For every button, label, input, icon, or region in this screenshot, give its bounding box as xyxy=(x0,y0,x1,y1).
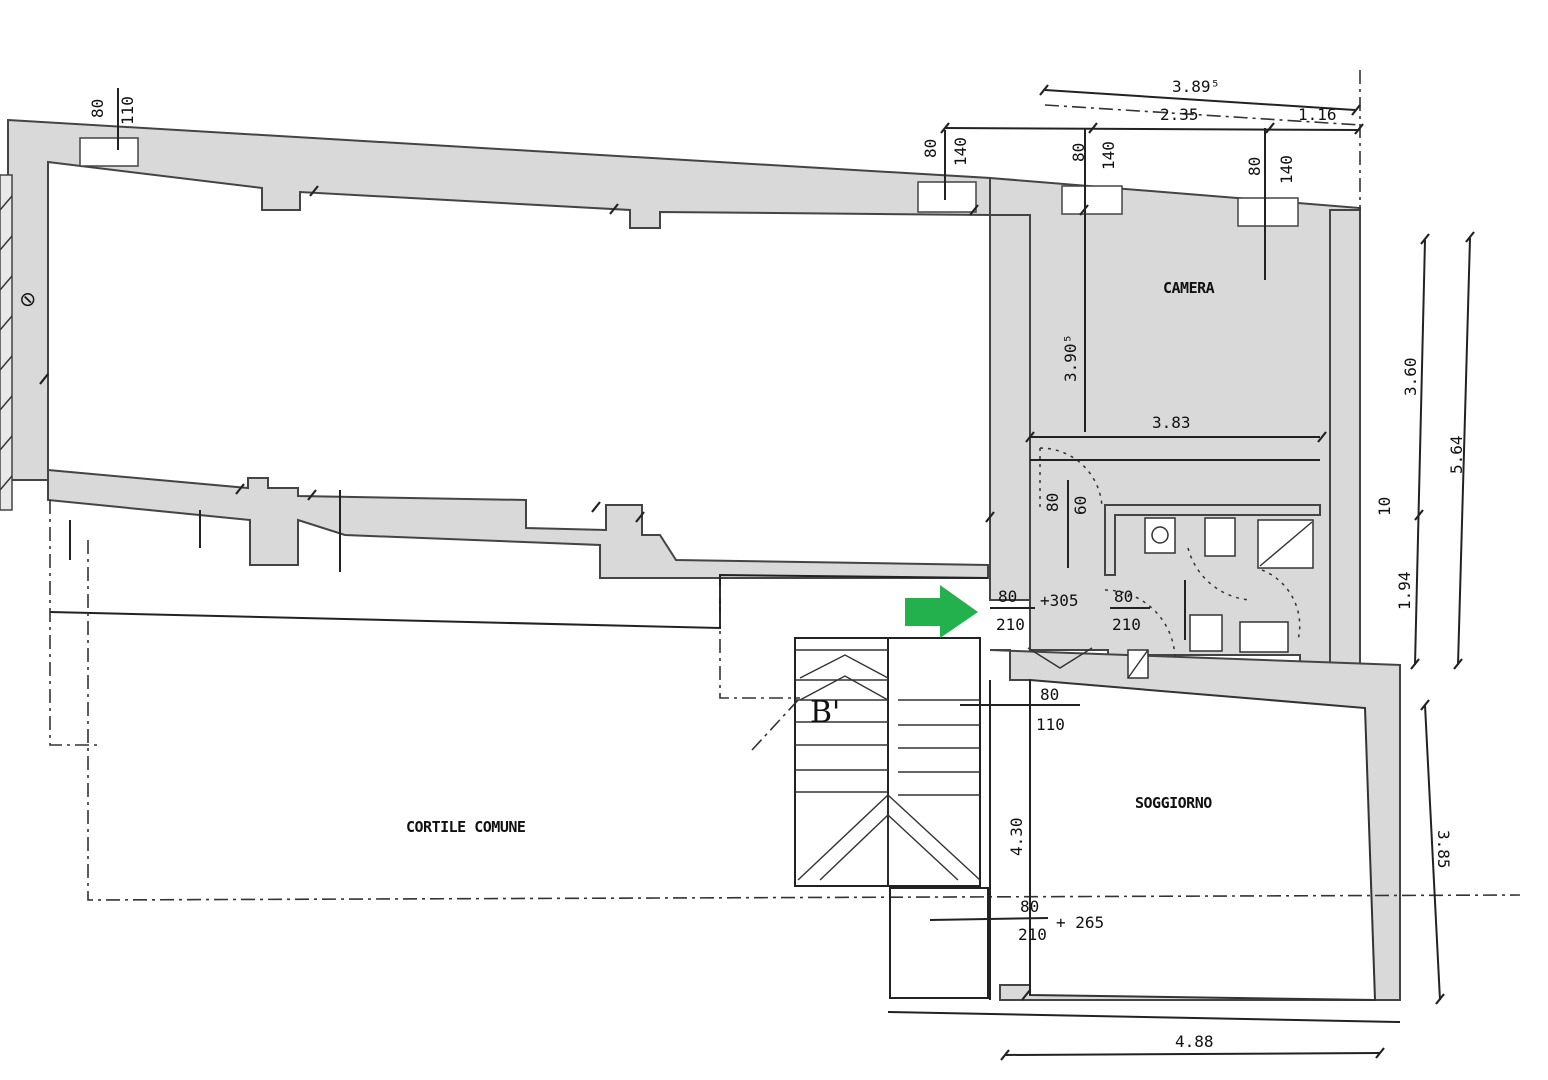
dim-right-lower: 1.94 xyxy=(1395,571,1414,610)
w2-height: 140 xyxy=(951,137,970,166)
dim-right-upper: 3.60 xyxy=(1401,357,1420,396)
dim-camera-width: 3.83 xyxy=(1152,413,1191,432)
arrow-right-icon xyxy=(905,585,978,638)
dim-bath-door: 60 xyxy=(1071,496,1090,515)
w2-width: 80 xyxy=(921,139,940,158)
dim-top-right: 1.16 xyxy=(1298,105,1337,124)
courtyard xyxy=(49,490,1521,901)
d-bath-height: 210 xyxy=(1112,615,1141,634)
d-low-height: 210 xyxy=(1018,925,1047,944)
room-label-cortile: CORTILE COMUNE xyxy=(406,818,526,836)
w3-width: 80 xyxy=(1069,143,1088,162)
window-openings xyxy=(79,137,1299,227)
staircase: B' xyxy=(751,637,989,999)
d-low-width: 80 xyxy=(1020,897,1039,916)
room-label-soggiorno: SOGGIORNO xyxy=(1135,794,1212,812)
dim-top-total: 3.89⁵ xyxy=(1172,77,1220,96)
w4-width: 80 xyxy=(1245,157,1264,176)
soggiorno-partition xyxy=(887,680,1401,1023)
opening-labels: 80 110 80 140 80 140 80 140 80 80 210 +3… xyxy=(88,96,1296,944)
sink-fixture xyxy=(1239,621,1289,653)
bathroom-fixtures xyxy=(1144,517,1314,653)
w1-width: 80 xyxy=(88,99,107,118)
d-entry-height: 210 xyxy=(996,615,1025,634)
dim-right-wall: 10 xyxy=(1375,497,1394,516)
w-sog-height: 110 xyxy=(1036,715,1065,734)
w3-height: 140 xyxy=(1099,141,1118,170)
w4-height: 140 xyxy=(1277,155,1296,184)
d-low-level: + 265 xyxy=(1056,913,1104,932)
dim-soggiorno-right: 3.85 xyxy=(1434,830,1453,869)
stair-label: B' xyxy=(810,695,840,730)
walls xyxy=(0,118,1401,1002)
room-labels: CAMERA SOGGIORNO CORTILE COMUNE ⊘ xyxy=(15,279,1215,836)
w-sog-width: 80 xyxy=(1040,685,1059,704)
toilet-fixture xyxy=(1204,517,1236,557)
d-entry-level: +305 xyxy=(1040,591,1079,610)
d-entry-width: 80 xyxy=(998,587,1017,606)
room-label-camera: CAMERA xyxy=(1163,279,1215,297)
dim-soggiorno-left: 4.30 xyxy=(1007,817,1026,856)
left-hatch xyxy=(0,174,13,511)
north-symbol: ⊘ xyxy=(15,291,39,308)
dim-top-left: 2.35 xyxy=(1160,105,1199,124)
dim-right-total: 5.64 xyxy=(1447,435,1466,474)
d-bath-width: 80 xyxy=(1114,587,1133,606)
w1-height: 110 xyxy=(118,96,137,125)
dimension-labels: 3.89⁵ 2.35 1.16 3.83 4.88 3.90⁵ 3.60 5.6… xyxy=(1007,77,1466,1051)
dim-bottom: 4.88 xyxy=(1175,1032,1214,1051)
washbasin-fixture xyxy=(1189,614,1223,652)
d-camera-width: 80 xyxy=(1043,493,1062,512)
dim-camera-height: 3.90⁵ xyxy=(1061,334,1080,382)
dimension-lines xyxy=(39,70,1475,1061)
doors xyxy=(1027,447,1186,679)
